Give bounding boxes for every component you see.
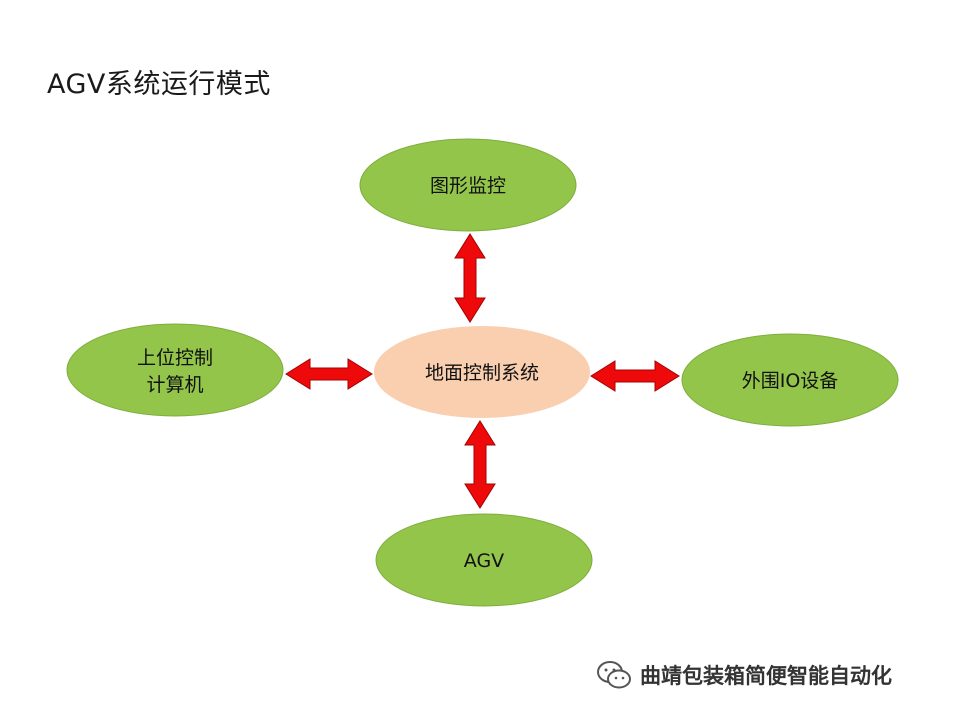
node-left-label-line2: 计算机 <box>146 374 203 396</box>
node-top-ellipse <box>359 138 577 232</box>
arrow-right <box>590 360 680 392</box>
arrow-top <box>454 233 486 323</box>
node-top-label: 图形监控 <box>430 175 506 197</box>
node-right-ellipse <box>681 333 899 427</box>
node-bottom-label: AGV <box>464 550 504 572</box>
node-left-ellipse <box>66 323 284 417</box>
node-bottom-ellipse <box>375 513 593 607</box>
arrow-left <box>285 358 373 390</box>
wechat-icon <box>597 661 631 689</box>
center-node-label: 地面控制系统 <box>425 362 539 384</box>
watermark: 曲靖包装箱简便智能自动化 <box>596 660 892 690</box>
page-title: AGV系统运行模式 <box>47 69 271 100</box>
node-right-label: 外围IO设备 <box>742 370 839 392</box>
center-node-ellipse <box>374 326 590 418</box>
arrow-bottom <box>464 420 496 509</box>
node-left-label-line1: 上位控制 <box>137 347 213 369</box>
watermark-text: 曲靖包装箱简便智能自动化 <box>640 664 892 688</box>
